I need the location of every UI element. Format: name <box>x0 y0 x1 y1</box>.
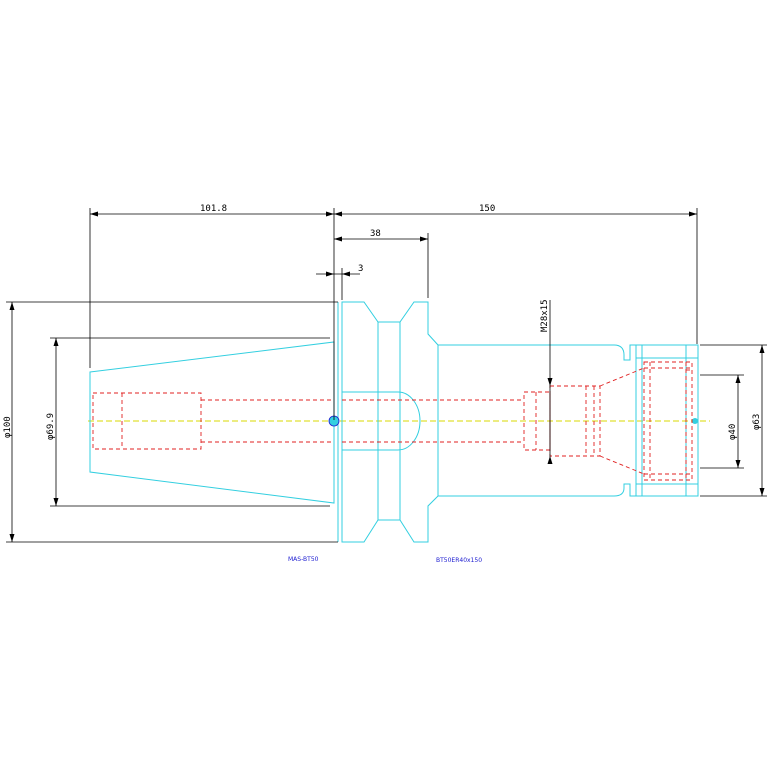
dim-diameter-69-9: φ69.9 <box>46 413 56 440</box>
label-pull-stud: MAS-BT50 <box>288 556 319 563</box>
flange-outline <box>341 301 439 543</box>
collet-nut <box>635 344 699 497</box>
dim-38: 38 <box>370 229 381 239</box>
dim-3: 3 <box>358 264 363 274</box>
taper-outline <box>89 341 335 504</box>
collet-taper-hidden <box>599 367 645 475</box>
dim-thread: M28x15 <box>540 299 550 332</box>
drive-slot <box>342 391 421 451</box>
thread-hidden <box>523 391 551 451</box>
dim-diameter-40: φ40 <box>728 424 738 440</box>
dim-diameter-100: φ100 <box>3 416 13 438</box>
dim-diameter-63: φ63 <box>752 414 762 430</box>
dim-101-8: 101.8 <box>200 204 227 214</box>
taper-bore-hidden <box>92 392 202 450</box>
nose-marker <box>692 418 698 424</box>
dimension-lines <box>6 208 767 543</box>
label-part-number: BT50ER40x150 <box>436 557 482 564</box>
dim-150: 150 <box>479 204 495 214</box>
